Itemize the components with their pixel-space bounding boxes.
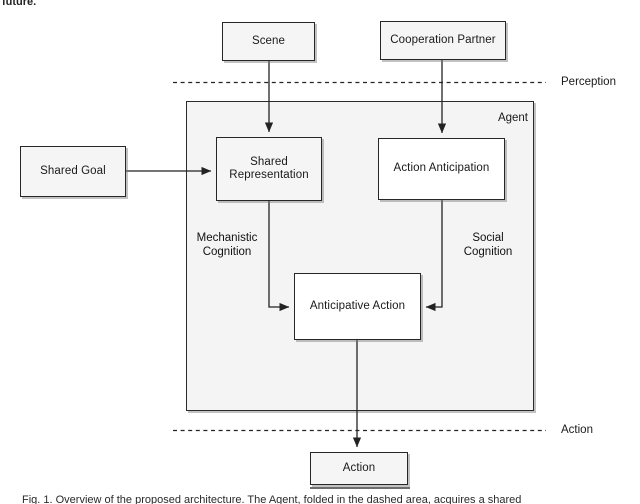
node-scene-label: Scene	[251, 34, 286, 47]
node-cooperation-partner-label: Cooperation Partner	[390, 33, 496, 46]
perception-boundary-label: Perception	[561, 76, 616, 88]
node-action-label: Action	[342, 461, 376, 474]
caption-rule-stub	[310, 487, 410, 489]
node-shared-goal-label: Shared Goal	[40, 164, 106, 177]
node-anticipative-action[interactable]: Anticipative Action	[294, 273, 421, 340]
node-scene[interactable]: Scene	[222, 22, 315, 61]
agent-container-label: Agent	[497, 112, 528, 124]
action-boundary-label: Action	[561, 424, 593, 436]
node-cooperation-partner[interactable]: Cooperation Partner	[380, 21, 506, 60]
node-action-anticipation-label: Action Anticipation	[393, 162, 490, 175]
figure-top-caption: future.	[2, 0, 36, 5]
node-action[interactable]: Action	[310, 452, 408, 485]
node-anticipative-action-label: Anticipative Action	[309, 299, 406, 312]
node-action-anticipation[interactable]: Action Anticipation	[378, 138, 505, 200]
figure-bottom-caption: Fig. 1. Overview of the proposed archite…	[22, 494, 522, 504]
node-shared-goal[interactable]: Shared Goal	[20, 146, 126, 197]
